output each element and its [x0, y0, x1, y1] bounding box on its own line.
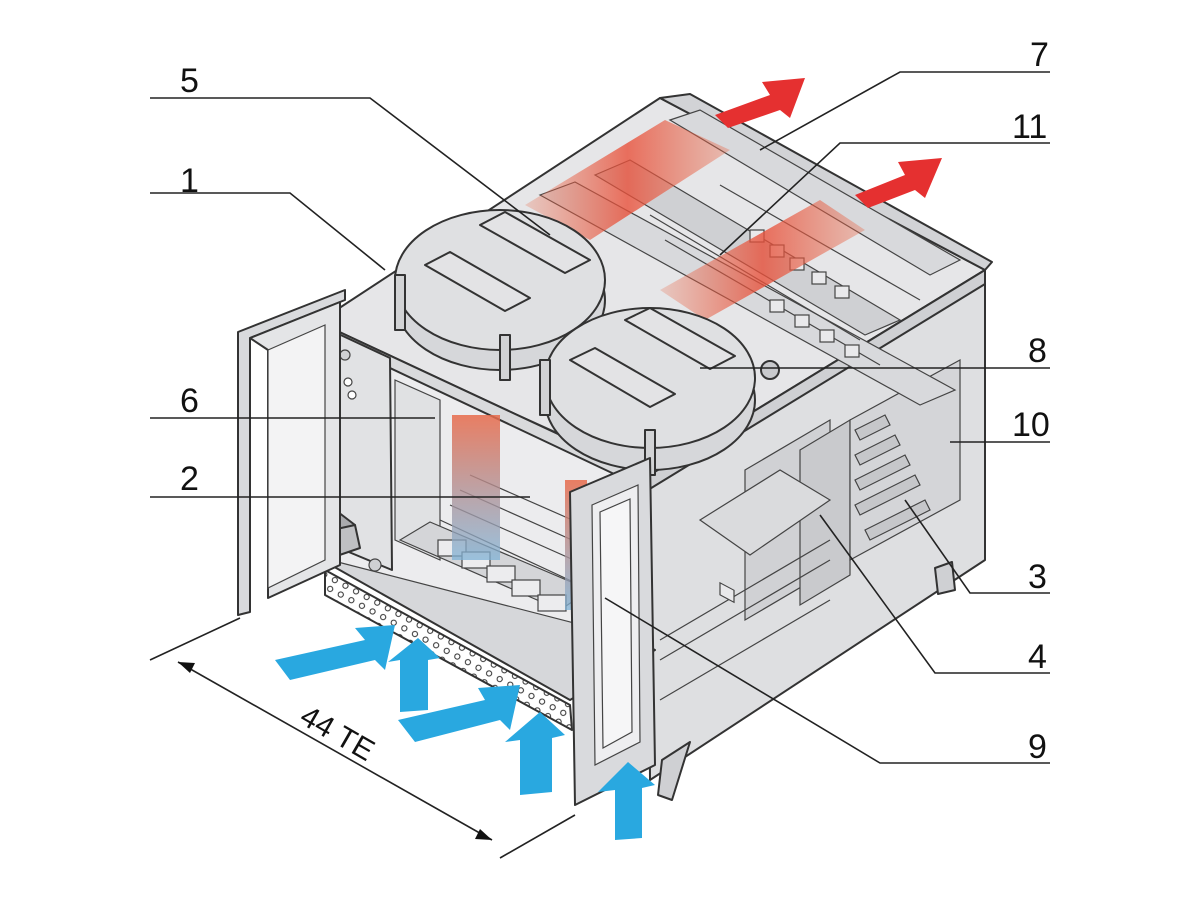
callout-2: 2	[180, 460, 199, 498]
callout-6: 6	[180, 382, 199, 420]
arrow-up-red-icon	[855, 158, 942, 208]
dimension-label: 44 TE	[295, 699, 380, 767]
callout-4: 4	[1028, 638, 1047, 676]
callout-10: 10	[1012, 406, 1050, 444]
fan-unit-rear	[394, 209, 606, 381]
arrow-up-blue-icon	[398, 685, 520, 742]
arrow-up-blue-icon	[505, 712, 565, 795]
left-door	[237, 289, 346, 616]
exhaust-arrows	[715, 78, 942, 208]
callout-1: 1	[180, 162, 199, 200]
fan-unit-front	[539, 307, 780, 476]
arrow-up-blue-icon	[388, 638, 440, 712]
callout-3: 3	[1028, 558, 1047, 596]
callout-9: 9	[1028, 728, 1047, 766]
callouts: 1 2 3 4 5 6 7 8 9 10 11	[150, 36, 1050, 766]
heat-band-upper	[525, 120, 730, 240]
right-foot	[934, 561, 956, 595]
rear-card-guides	[854, 414, 931, 541]
callout-8: 8	[1028, 332, 1047, 370]
callout-11: 11	[1012, 108, 1047, 146]
arrow-up-blue-icon	[275, 625, 395, 680]
intake-arrows	[275, 625, 655, 840]
heat-column-left	[452, 415, 500, 560]
heat-band-lower	[660, 200, 865, 320]
side-internals	[657, 358, 961, 801]
callout-7: 7	[1030, 36, 1049, 74]
arrow-up-blue-icon	[598, 762, 655, 840]
arrow-up-red-icon	[715, 78, 805, 128]
right-door	[569, 457, 656, 806]
front-foot	[657, 741, 691, 801]
callout-5: 5	[180, 62, 199, 100]
